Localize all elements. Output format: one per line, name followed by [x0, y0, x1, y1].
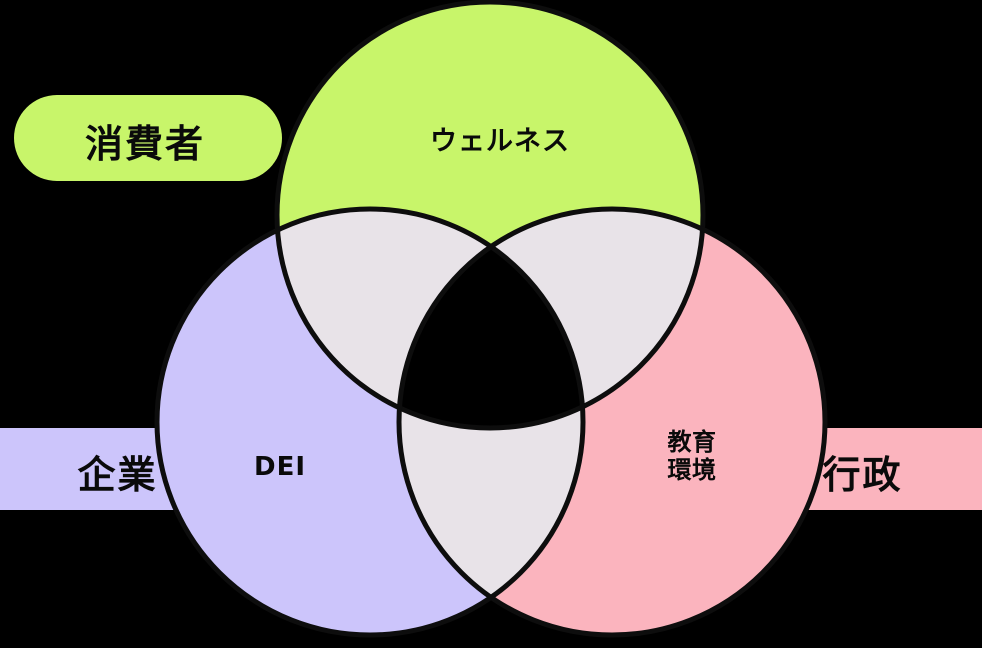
pill-label-government: 行政	[822, 453, 903, 497]
circle-outline-dei	[154, 206, 586, 638]
circle-outlines-layer	[154, 0, 828, 638]
circle-outline-wellness	[274, 0, 706, 431]
pill-label-enterprise: 企業	[77, 453, 158, 497]
circle-outline-education-environment	[396, 206, 828, 638]
pill-shape-consumer	[14, 95, 282, 181]
pill-label-consumer: 消費者	[84, 122, 205, 166]
